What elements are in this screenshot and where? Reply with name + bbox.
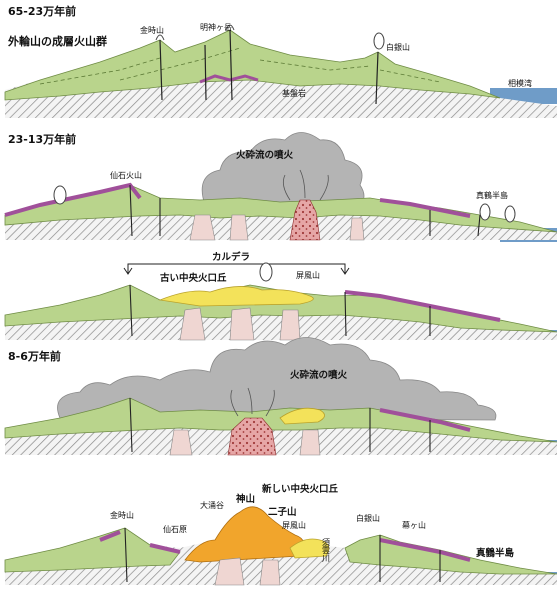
hakugin-plume — [373, 32, 385, 50]
subsurface-bodies — [169, 429, 321, 456]
label-manazuru: 真鶴半島 — [476, 547, 515, 559]
label-kamiyama: 神山 — [236, 493, 255, 505]
summit-smoke — [155, 24, 235, 41]
caldera-bracket — [127, 263, 346, 273]
panel-1: 65-23万年前 外輪山の成層火山群 金時山 明神ヶ岳 白銀山 相模湾 基盤岩 — [4, 4, 557, 118]
conduits — [124, 527, 441, 583]
ejecta-lines — [282, 169, 329, 201]
caldera-arrows — [123, 267, 350, 275]
conduits — [129, 284, 431, 337]
magma-conduit — [289, 199, 321, 241]
subsurface-bodies — [214, 557, 281, 586]
panel-4-era: 8-6万年前 — [8, 349, 61, 363]
panel-2: 23-13万年前 火砕流の噴火 仙石火山 真鶴半島 — [4, 132, 557, 242]
ejecta-lines — [230, 387, 275, 417]
panel-1-era: 65-23万年前 — [8, 4, 76, 18]
label-new-cone: 新しい中央火口丘 — [262, 483, 339, 495]
label-makuga: 幕ヶ山 — [402, 520, 426, 530]
label-hakugin: 白銀山 — [356, 513, 380, 523]
panel-2-era: 23-13万年前 — [8, 132, 76, 146]
label-sengokuhara: 仙石原 — [163, 524, 187, 534]
plume-left — [53, 185, 67, 205]
label-caldera: カルデラ — [212, 251, 250, 263]
panel-4: 8-6万年前 火砕流の噴火 — [4, 337, 557, 456]
label-eruption: 火砕流の噴火 — [236, 149, 294, 161]
purple-lava — [379, 408, 471, 432]
label-old-cone: 古い中央火口丘 — [160, 272, 227, 284]
panel-3: カルデラ 古い中央火口丘 屏風山 — [4, 251, 557, 341]
new-central-cone — [184, 506, 305, 563]
magma-conduit — [227, 417, 277, 456]
plume-right-2 — [504, 205, 516, 223]
label-manazuru: 真鶴半島 — [476, 190, 508, 200]
volcanic-conduits — [159, 29, 379, 105]
purple-lava-west — [99, 530, 181, 554]
label-kintoki: 金時山 — [140, 25, 164, 35]
purple-lava — [344, 290, 501, 322]
conduits — [129, 184, 481, 237]
label-volcano-group: 外輪山の成層火山群 — [7, 34, 107, 48]
eruption-cloud — [201, 132, 365, 209]
label-sukumo: 須雲川 — [322, 538, 331, 562]
label-sengoku: 仙石火山 — [110, 170, 142, 180]
label-futago: 二子山 — [268, 506, 297, 518]
old-cone-remnant — [279, 407, 325, 425]
volcanic-cover — [4, 184, 557, 233]
label-eruption: 火砕流の噴火 — [290, 369, 348, 381]
cone-plume — [259, 262, 273, 282]
eruption-cloud — [57, 337, 497, 421]
sengoku-lava — [4, 182, 142, 217]
panel-5: 新しい中央火口丘 金時山 仙石原 大涌谷 神山 二子山 屏風山 須雲川 白銀山 … — [4, 483, 557, 586]
label-basement: 基盤岩 — [282, 88, 306, 98]
old-central-cone — [158, 286, 314, 307]
label-kintoki: 金時山 — [110, 510, 134, 520]
label-hakugin: 白銀山 — [386, 42, 410, 52]
label-byobu: 屏風山 — [282, 520, 306, 530]
label-sagami: 相模湾 — [508, 78, 532, 88]
volcanic-cover — [4, 397, 557, 443]
purple-deposit — [199, 74, 259, 84]
manazuru-lava — [379, 198, 471, 218]
label-myojin: 明神ヶ岳 — [200, 22, 232, 32]
label-byobu: 屏風山 — [296, 270, 320, 280]
western-rim — [4, 527, 181, 573]
label-owakudani: 大涌谷 — [200, 500, 224, 510]
subsurface-bodies — [189, 214, 365, 241]
purple-lava-east — [379, 538, 471, 562]
plume-right-1 — [479, 203, 491, 221]
conduits — [129, 397, 431, 453]
byobu-cone — [289, 538, 330, 559]
